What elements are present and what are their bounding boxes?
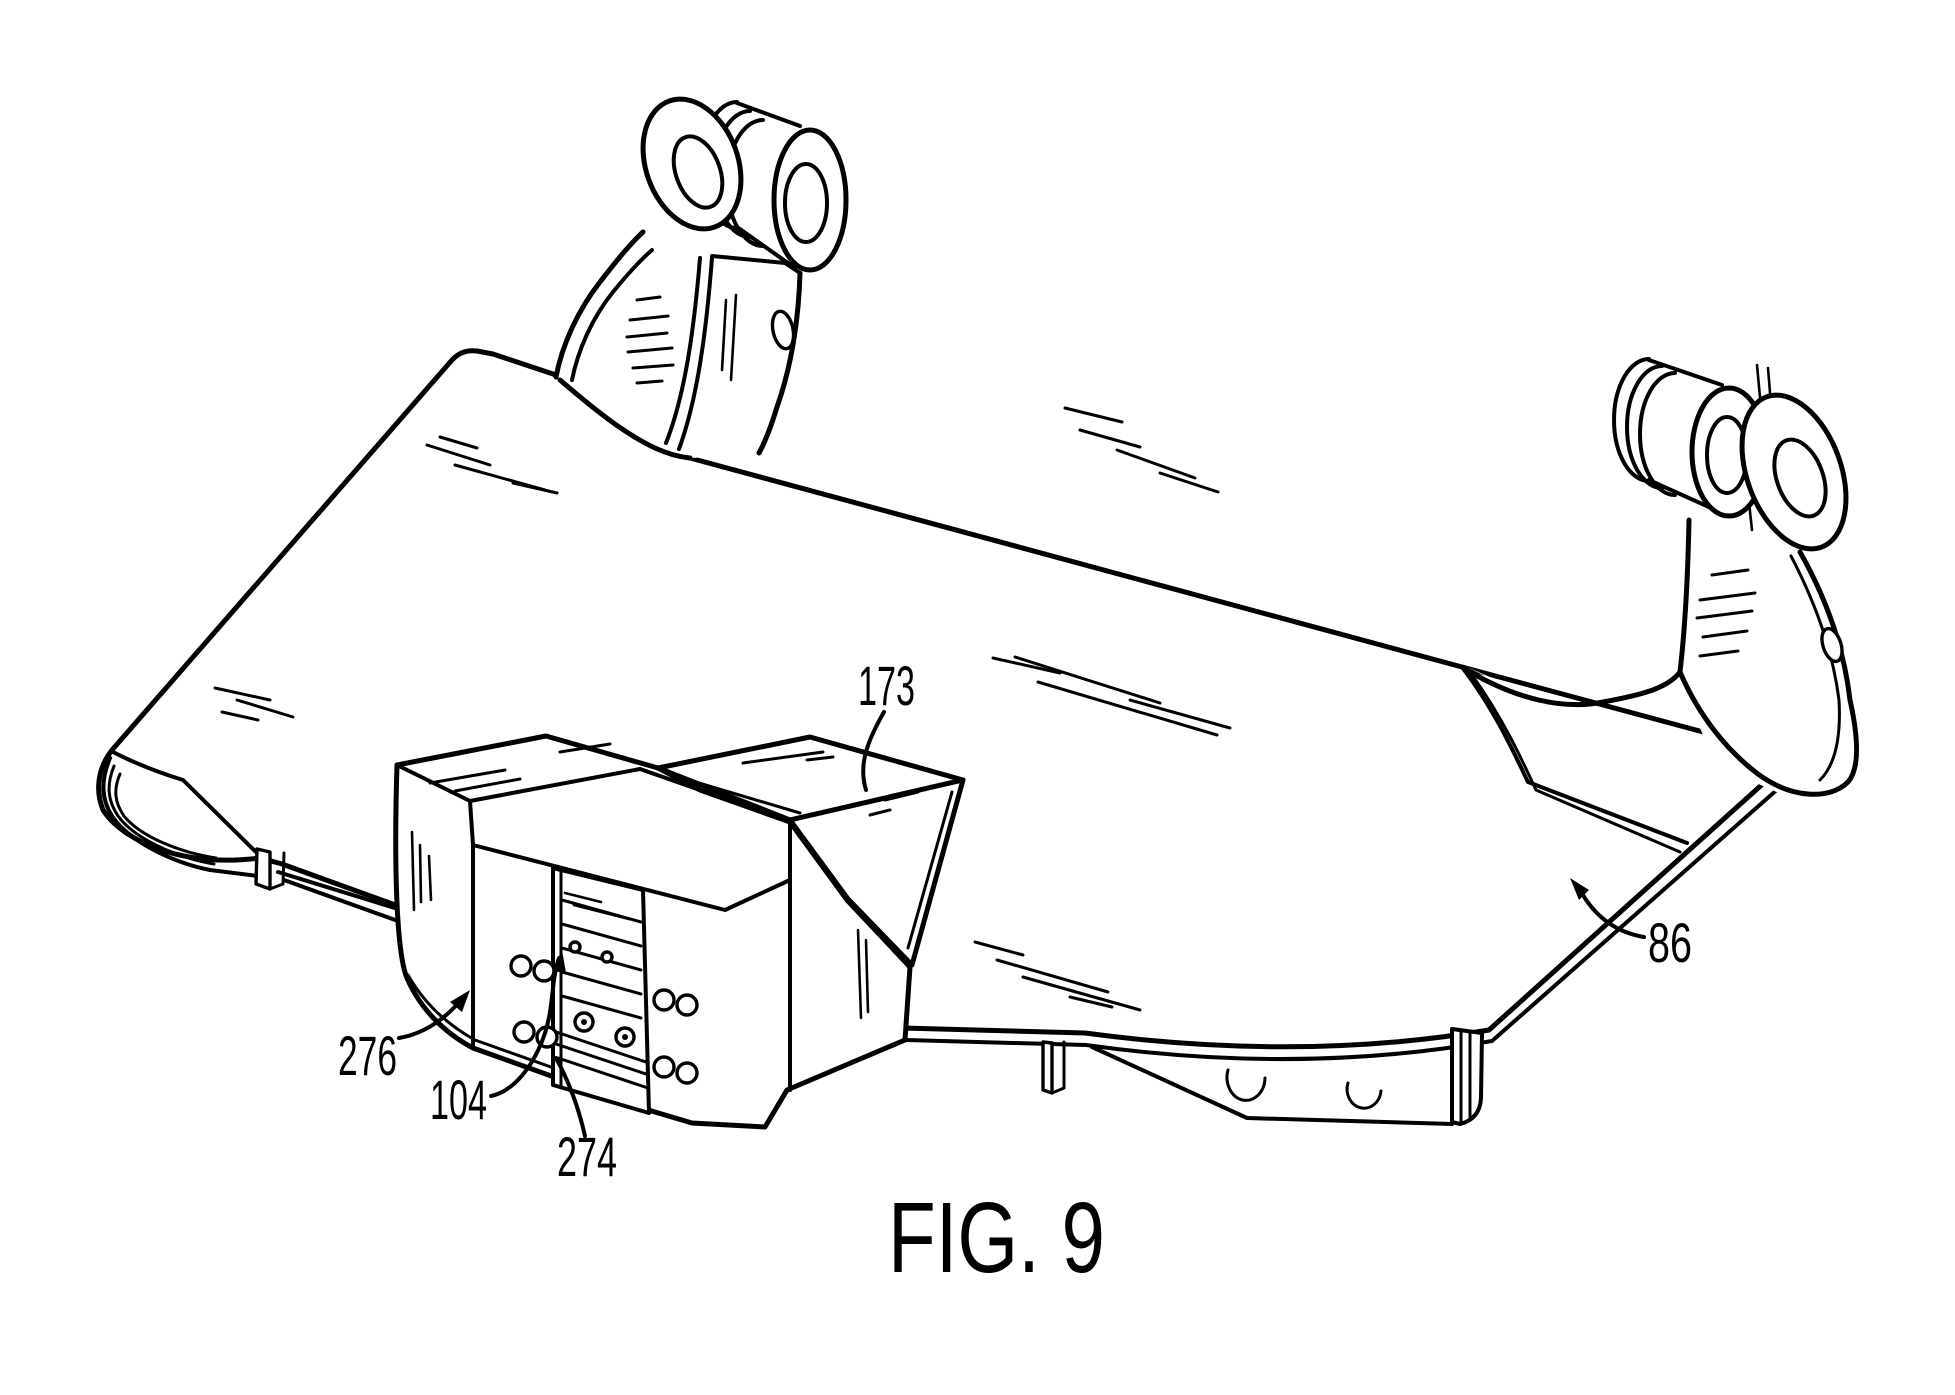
base-plate — [96, 348, 1781, 1062]
front-edge-bracket — [1041, 1027, 1484, 1126]
left-roller-rings — [699, 100, 849, 273]
ref-label-86: 86 — [1648, 911, 1692, 974]
ref-label-173: 173 — [858, 654, 915, 717]
surface-speed-lines — [213, 406, 1232, 1012]
housing-box — [393, 733, 913, 1130]
left-clevis-arm — [553, 229, 803, 461]
leader-104 — [489, 956, 561, 1098]
screw — [600, 950, 614, 964]
right-eye-bore — [1772, 437, 1828, 519]
ref-label-274: 274 — [557, 1125, 617, 1188]
screw — [568, 940, 582, 954]
left-roller-bore — [783, 162, 829, 244]
right-clevis-arm — [1459, 363, 1859, 798]
leader-173 — [861, 710, 886, 792]
arrowhead-276 — [450, 990, 470, 1012]
arrowhead-104 — [552, 950, 566, 973]
leader-lines — [397, 710, 1646, 1138]
leader-274 — [554, 1056, 587, 1138]
left-eye-ring — [640, 96, 744, 232]
ref-label-276: 276 — [338, 1024, 397, 1087]
left-eye-bore — [671, 134, 725, 210]
leader-86 — [1578, 888, 1646, 939]
arm-pin-hole-left — [770, 309, 796, 351]
right-eye-ring — [1739, 392, 1849, 552]
recess-opening — [551, 866, 651, 1115]
arrowhead-86 — [1570, 878, 1589, 900]
ref-label-104: 104 — [430, 1068, 487, 1131]
figure-caption: FIG. 9 — [888, 1182, 1105, 1294]
arm-pin-hole-right — [1820, 626, 1844, 664]
